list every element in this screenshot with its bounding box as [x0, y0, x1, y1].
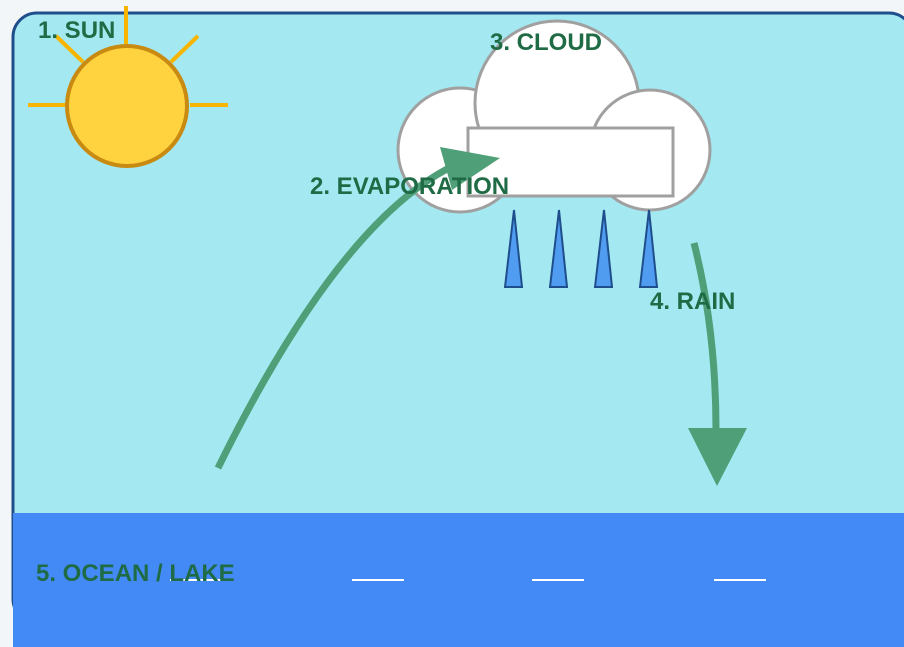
label-water: 5. OCEAN / LAKE: [36, 560, 235, 587]
raindrop-icon: [593, 209, 614, 288]
label-evaporation: 2. EVAPORATION: [310, 173, 509, 200]
raindrops: [503, 209, 659, 288]
cloud-icon: [396, 19, 712, 214]
raindrop-icon: [638, 209, 659, 288]
arrow-up-icon: [214, 147, 500, 470]
label-cloud: 3. CLOUD: [490, 29, 602, 56]
label-rain: 4. RAIN: [650, 288, 735, 315]
raindrop-icon: [548, 209, 569, 288]
arrow-down-icon: [688, 242, 747, 486]
raindrop-icon: [503, 209, 524, 288]
label-sun: 1. SUN: [38, 17, 115, 44]
sun-icon: [28, 6, 228, 168]
